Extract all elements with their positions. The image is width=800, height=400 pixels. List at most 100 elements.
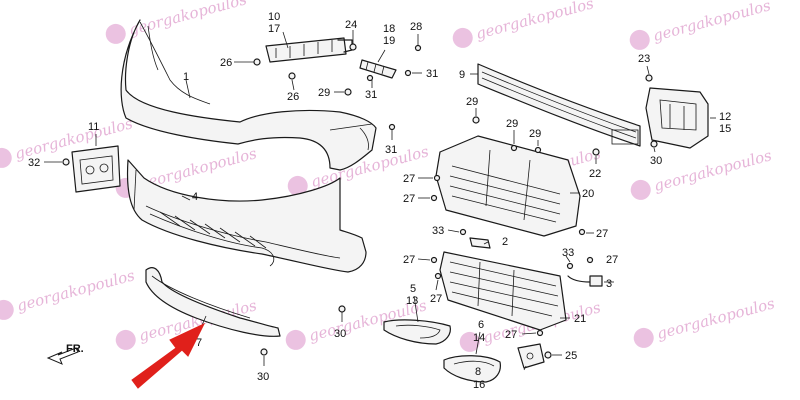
callout-2: 2 <box>502 236 508 248</box>
bumper-beam-rib-1 <box>481 71 637 133</box>
fastener-31-top <box>404 69 412 77</box>
callout-7: 7 <box>196 337 202 349</box>
fastener-32 <box>62 158 70 166</box>
callout-10: 10 <box>268 11 280 23</box>
side-bracket-bar <box>359 59 397 79</box>
callout-23: 23 <box>638 53 650 65</box>
lower-grille-frame <box>439 251 567 331</box>
callout-29-right-b: 29 <box>529 128 541 140</box>
upper-bumper-bracket <box>265 37 353 63</box>
crash-box-inner <box>659 99 697 131</box>
fastener-27-f <box>586 256 594 264</box>
crash-box-bracket <box>645 87 709 149</box>
watermark-badge-icon <box>285 329 306 350</box>
fastener-29-right-a <box>510 144 518 152</box>
callout-6: 6 <box>478 319 484 331</box>
callout-1: 1 <box>183 71 189 83</box>
callout-4: 4 <box>192 191 198 203</box>
watermark-text: georgakopoulos <box>15 266 137 315</box>
lower-lip-strip-shape <box>145 267 281 337</box>
watermark-badge-icon <box>633 327 654 348</box>
leader-27d <box>417 258 431 261</box>
callout-27-f: 27 <box>606 254 618 266</box>
sensor-wire <box>567 275 591 283</box>
lower-bumper-face <box>126 159 367 273</box>
fog-trim-left-inner <box>395 324 441 339</box>
fastener-30-bottom <box>260 348 268 356</box>
fog-trim-left-shape <box>383 319 451 345</box>
watermark-text: georgakopoulos <box>651 0 773 45</box>
callout-9: 9 <box>459 69 465 81</box>
bumper-reinforcement-beam <box>477 63 641 147</box>
fog-lamp-garnish <box>443 355 501 383</box>
bumper-cover-edge-line <box>139 21 211 105</box>
callout-30-bottom: 30 <box>257 371 269 383</box>
callout-32: 32 <box>28 157 40 169</box>
bumper-cover-side-line <box>359 127 369 151</box>
fastener-22 <box>592 148 600 156</box>
fastener-25 <box>544 351 552 359</box>
callout-19: 19 <box>383 35 395 47</box>
fastener-27-c <box>578 228 586 236</box>
bumper-cover-upper-shape <box>120 19 377 171</box>
watermark-badge-icon <box>0 299 14 320</box>
fastener-31-side <box>388 123 396 131</box>
fastener-29-shutter <box>472 116 480 124</box>
upper-bumper-cover <box>120 19 377 171</box>
bumper-cover-top-edge <box>329 123 373 131</box>
bumper-cover-inner-line <box>147 25 159 71</box>
shutter-frame-upper-shape <box>435 135 581 237</box>
fastener-26-bottom <box>288 72 296 80</box>
crash-box-ribs <box>669 104 685 130</box>
lower-lip-strip-line <box>151 275 251 319</box>
fastener-33-b <box>566 262 574 270</box>
callout-17: 17 <box>268 23 280 35</box>
callout-20: 20 <box>582 188 594 200</box>
lower-bumper-face-shape <box>126 159 367 273</box>
leader-27g <box>521 332 537 335</box>
red-highlight-arrow-icon <box>131 322 206 389</box>
callout-14: 14 <box>473 332 485 344</box>
leader-30-right <box>653 147 656 153</box>
callout-12: 12 <box>719 111 731 123</box>
callout-27-g: 27 <box>505 329 517 341</box>
lower-lip-strip <box>145 267 281 337</box>
fog-garnish-inner <box>453 360 495 367</box>
lower-grille-mesh-lines <box>159 211 267 249</box>
fastener-29-right-b <box>534 146 542 154</box>
small-mount-bracket-hole <box>526 352 534 360</box>
small-mount-bracket-shape <box>517 343 545 369</box>
callout-27-d: 27 <box>403 254 415 266</box>
leader-8-16 <box>523 365 527 371</box>
leader-6-14 <box>475 331 481 355</box>
watermark-text: georgakopoulos <box>474 0 596 43</box>
license-plate-bracket <box>71 145 121 193</box>
watermark-3: georgakopoulos <box>629 0 773 50</box>
bumper-beam-shape <box>477 63 641 147</box>
callout-31-top: 31 <box>426 68 438 80</box>
fastener-31-mid <box>366 74 374 82</box>
fasteners <box>62 43 658 359</box>
watermark-badge-icon <box>459 331 480 352</box>
callout-21: 21 <box>574 313 586 325</box>
watermark-9: georgakopoulos <box>0 266 137 320</box>
fastener-27-g <box>536 329 544 337</box>
license-bracket-hole <box>99 163 109 173</box>
leader-33b <box>565 255 571 263</box>
fog-lamp-trim-left <box>383 319 451 345</box>
shutter-frame-upper <box>435 135 581 237</box>
front-direction-label: FR. <box>66 343 84 355</box>
callout-30-center: 30 <box>334 328 346 340</box>
fastener-29 <box>344 88 352 96</box>
callout-29-right-a: 29 <box>506 118 518 130</box>
leader-18-19 <box>377 49 386 63</box>
watermark-badge-icon <box>287 175 308 196</box>
callout-numbers: 1 2 3 4 5 6 7 8 9 10 11 12 13 14 15 16 1… <box>28 11 731 391</box>
watermark-badge-icon <box>452 27 473 48</box>
watermark-badge-icon <box>115 329 136 350</box>
fastener-27-a <box>433 174 441 182</box>
callout-3: 3 <box>606 278 612 290</box>
callout-16: 16 <box>473 379 485 391</box>
